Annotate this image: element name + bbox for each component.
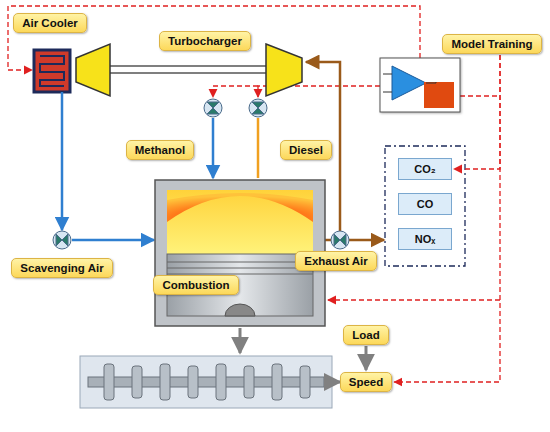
component-label: Exhaust Air <box>295 251 376 271</box>
node-text: Model Training <box>451 38 532 50</box>
node-text: CO₂ <box>399 163 451 175</box>
connector <box>394 55 500 382</box>
node-text: CO <box>399 198 451 210</box>
node-text: Turbocharger <box>168 35 242 47</box>
component-label: Turbocharger <box>159 31 251 51</box>
emission-box: NOₓ <box>398 228 452 250</box>
connector <box>364 346 367 370</box>
node-text: Air Cooler <box>22 17 78 29</box>
fuel-label: Diesel <box>280 140 332 160</box>
node-text: Combustion <box>162 279 229 291</box>
node-text: Methanol <box>135 144 185 156</box>
input-label: Load <box>343 325 388 345</box>
emission-box: CO₂ <box>398 158 452 180</box>
node-text: Speed <box>349 376 384 388</box>
component-label: Air Cooler <box>13 13 87 33</box>
fuel-label: Methanol <box>126 140 194 160</box>
node-text: NOₓ <box>399 233 451 245</box>
connector <box>454 55 500 169</box>
component-label: Combustion <box>153 275 238 295</box>
component-label: Scavenging Air <box>11 258 112 278</box>
node-text: Scavenging Air <box>20 262 103 274</box>
node-text: Exhaust Air <box>304 255 367 267</box>
emission-box: CO <box>398 193 452 215</box>
output-label: Speed <box>340 372 393 392</box>
node-text: Diesel <box>289 144 323 156</box>
component-label: Model Training <box>442 34 541 54</box>
node-text: Load <box>352 329 379 341</box>
